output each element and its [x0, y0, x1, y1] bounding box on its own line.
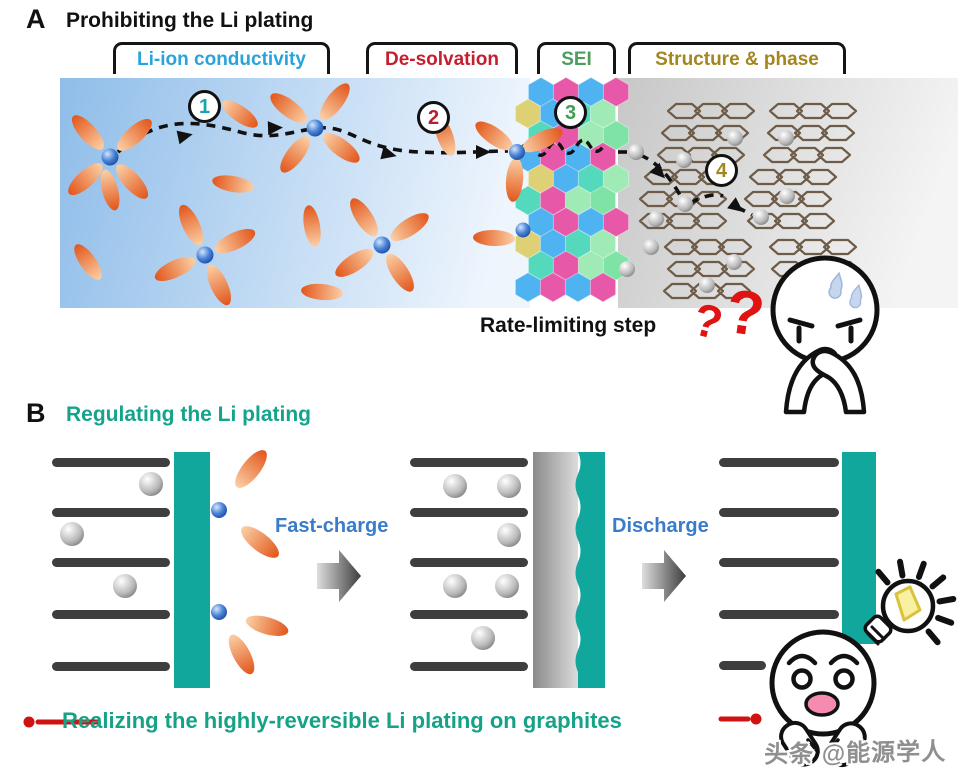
arrowhead-icon — [176, 130, 193, 145]
happy-face-icon — [769, 629, 877, 768]
li-ion-sphere — [509, 144, 525, 160]
li-atom-sphere — [699, 277, 715, 293]
li-atom-sphere — [471, 626, 495, 650]
li-ion-sphere — [373, 236, 391, 254]
li-atom-sphere — [727, 130, 743, 146]
intercalated-li-spheres — [60, 472, 521, 650]
cheering-hands-icon — [779, 720, 867, 768]
li-atom-sphere — [779, 188, 795, 204]
arrowhead-icon — [267, 121, 283, 136]
solvated-ion — [154, 204, 256, 306]
dot-marker-right — [750, 713, 762, 725]
plated-li-layer — [533, 452, 578, 688]
sweat-drops-icon — [828, 271, 863, 309]
li-atom-sphere — [113, 574, 137, 598]
bracket-li-ion-conductivity: Li-ion conductivity — [113, 42, 330, 74]
step-label-li-ion-conductivity: Li-ion conductivity — [137, 49, 306, 70]
li-ion-sphere — [515, 222, 531, 238]
panel-a-title: Prohibiting the Li plating — [66, 9, 314, 32]
arrowhead-icon — [476, 145, 491, 159]
step-label-sei: SEI — [561, 49, 592, 70]
panel-b-label: B — [26, 398, 46, 428]
solvated-ion — [68, 115, 152, 199]
fast-charge-label: Fast-charge — [275, 515, 389, 537]
li-atom-sphere — [60, 522, 84, 546]
clasped-hands-icon — [783, 346, 867, 415]
solvated-ion — [335, 198, 429, 292]
block-arrow-right-icon — [317, 550, 361, 602]
graphite-electrode-bars-3 — [719, 458, 839, 670]
worried-face-icon — [770, 255, 880, 415]
solvated-ions — [68, 83, 563, 306]
solvated-ion — [475, 121, 563, 202]
li-ion-sphere — [196, 246, 214, 264]
bracket-sei: SEI — [537, 42, 616, 74]
li-ion-sphere — [101, 148, 119, 166]
coating-layer-2 — [575, 452, 605, 688]
li-atom-sphere — [628, 144, 644, 160]
graphite-electrode-bars-1 — [52, 458, 170, 671]
panel-a-label: A — [26, 4, 46, 34]
arrowhead-icon — [649, 162, 666, 179]
li-atom-sphere — [619, 261, 635, 277]
free-solvent-petals — [74, 100, 515, 301]
graphite-electrode-bars-2 — [410, 458, 528, 671]
li-atom-sphere — [648, 211, 664, 227]
li-atom-sphere — [139, 472, 163, 496]
li-atoms — [619, 130, 795, 293]
li-atom-sphere — [676, 152, 692, 168]
li-atom-sphere — [753, 209, 769, 225]
dash-dot-markers — [23, 713, 762, 728]
panel-b-title: Regulating the Li plating — [66, 403, 311, 426]
li-atom-sphere — [497, 523, 521, 547]
arrowhead-icon — [380, 145, 397, 160]
graphite-lattice — [638, 102, 860, 300]
footer-caption: Realizing the highly-reversible Li plati… — [62, 708, 622, 733]
bracket-structure-phase: Structure & phase — [628, 42, 846, 74]
li-atom-sphere — [778, 130, 794, 146]
watermark: 头条 @能源学人 — [763, 738, 947, 769]
li-ion-sphere — [306, 119, 324, 137]
coating-layer-1 — [174, 452, 210, 688]
li-atom-sphere — [443, 574, 467, 598]
block-arrow-right-icon — [642, 550, 686, 602]
discharge-label: Discharge — [612, 515, 709, 537]
step-label-de-solvation: De-solvation — [384, 49, 500, 70]
li-atom-sphere — [443, 474, 467, 498]
dot-marker-left — [23, 716, 35, 728]
step-label-structure-phase: Structure & phase — [655, 49, 819, 70]
rate-limiting-caption: Rate-limiting step — [480, 314, 657, 337]
solvated-ion — [211, 450, 279, 558]
li-atom-sphere — [495, 574, 519, 598]
step-circle-3: 3 — [554, 96, 587, 129]
bracket-de-solvation: De-solvation — [366, 42, 518, 74]
solvated-ion — [270, 83, 360, 173]
step-circle-1: 1 — [188, 90, 221, 123]
panel-b-scene — [52, 450, 876, 688]
coating-layer-3 — [842, 452, 876, 644]
li-atom-sphere — [497, 474, 521, 498]
step-circle-4: 4 — [705, 154, 738, 187]
light-bulb-icon — [863, 558, 957, 646]
step-circle-2: 2 — [417, 101, 450, 134]
panel-a-scene — [60, 76, 958, 308]
interface-ions — [211, 450, 289, 675]
li-atom-sphere — [643, 239, 659, 255]
li-atom-sphere — [726, 254, 742, 270]
solvated-ion — [211, 604, 289, 675]
li-atom-sphere — [677, 196, 693, 212]
